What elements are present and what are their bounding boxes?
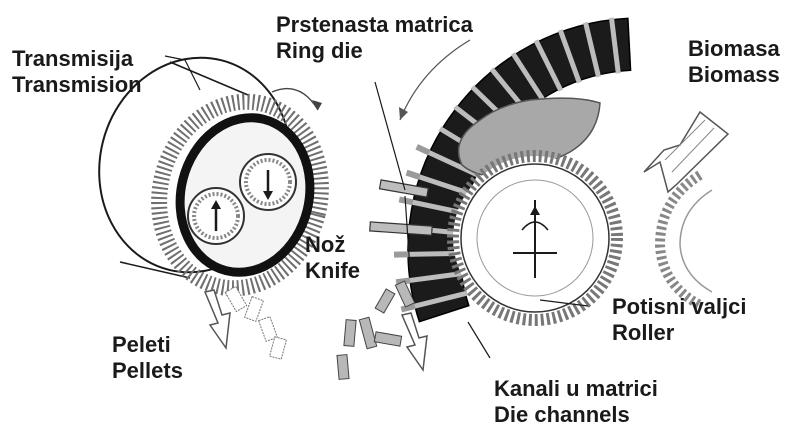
inner-roller-right [240,154,296,210]
falling-pellets [225,281,414,379]
transmission-label-line1: Transmisija [12,46,142,72]
biomass-label-line1: Biomasa [688,36,780,62]
roller-label-line1: Potisni valjci [612,294,747,320]
pellet-fall-arrow-right [402,313,427,370]
second-roller [660,175,712,305]
extruded-pellet [401,306,415,309]
label-knife: Nož Knife [305,232,360,284]
knife-label-line2: Knife [305,258,360,284]
label-biomass: Biomasa Biomass [688,36,780,88]
extruded-pellet [417,147,430,153]
pellets-label-line1: Peleti [112,332,183,358]
ring-die-label-line1: Prstenasta matrica [276,12,473,38]
label-die-channels: Kanali u matrici Die channels [494,376,658,428]
pellet-fall-arrow-left [205,290,230,348]
biomass-label-line2: Biomass [688,62,780,88]
die-channels-label-line2: Die channels [494,402,658,428]
transmission-label-line2: Transmision [12,72,142,98]
extruded-pellet [406,173,419,177]
inner-roller-left [188,188,244,244]
roller-label-line2: Roller [612,320,747,346]
pellets-label-line2: Pellets [112,358,183,384]
label-pellets: Peleti Pellets [112,332,183,384]
knife-label-line1: Nož [305,232,360,258]
extruded-pellet [399,199,413,202]
label-ring-die: Prstenasta matrica Ring die [276,12,473,64]
label-transmission: Transmisija Transmision [12,46,142,98]
label-roller: Potisni valjci Roller [612,294,747,346]
press-roller [453,156,617,320]
ring-die-label-line2: Ring die [276,38,473,64]
die-channels-label-line1: Kanali u matrici [494,376,658,402]
